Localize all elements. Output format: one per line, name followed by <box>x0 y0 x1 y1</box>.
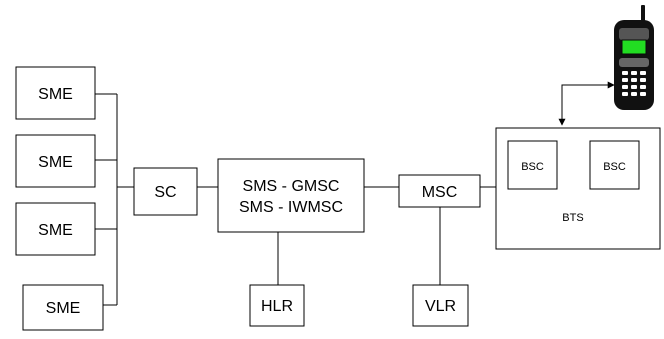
mobile-phone-icon <box>614 5 654 110</box>
bts-box: BSC BSC BTS <box>495 127 661 250</box>
sme-box-4: SME <box>22 284 104 331</box>
bsc-box-1: BSC <box>507 140 558 190</box>
hlr-box: HLR <box>249 284 305 327</box>
vlr-label: VLR <box>425 298 456 315</box>
bts-to-phone-arrow <box>558 81 615 126</box>
connection-lines <box>95 81 615 306</box>
bsc-box-2: BSC <box>589 140 640 190</box>
phone-keypad <box>622 71 646 96</box>
sme-label: SME <box>38 154 73 171</box>
sme-label: SME <box>38 86 73 103</box>
msc-label: MSC <box>422 184 458 201</box>
hlr-label: HLR <box>261 298 293 315</box>
sme-label: SME <box>38 222 73 239</box>
gmsc-box: SMS - GMSC SMS - IWMSC <box>217 158 365 233</box>
vlr-box: VLR <box>412 284 469 327</box>
bsc-label: BSC <box>603 161 626 173</box>
sme-box-1: SME <box>15 66 96 120</box>
sme-box-3: SME <box>15 202 96 256</box>
bts-label: BTS <box>562 212 583 224</box>
sme-box-2: SME <box>15 134 96 188</box>
gmsc-label: SMS - GMSC <box>243 178 340 195</box>
phone-screen <box>621 39 647 55</box>
iwmsc-label: SMS - IWMSC <box>239 199 343 216</box>
bsc-label: BSC <box>521 161 544 173</box>
sme-label: SME <box>46 300 81 317</box>
sc-label: SC <box>154 184 176 201</box>
sc-box: SC <box>133 167 198 216</box>
msc-box: MSC <box>398 174 481 208</box>
